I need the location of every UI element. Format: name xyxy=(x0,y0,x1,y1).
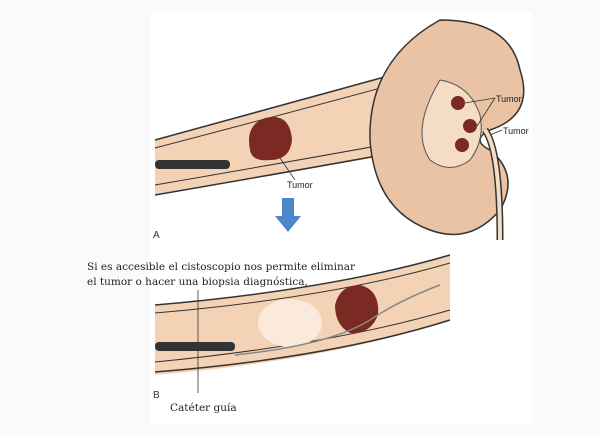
tumor-label-a: Tumor xyxy=(287,180,313,190)
biopsy-area xyxy=(258,299,322,347)
guide-catheter xyxy=(234,284,441,356)
kidney-illustration xyxy=(369,19,525,241)
down-arrow-icon xyxy=(275,198,301,232)
description-line-1: Si es accesible el cistoscopio nos permi… xyxy=(87,261,355,273)
panel-label-a: A xyxy=(153,230,160,241)
catheter-a xyxy=(155,160,230,169)
tumor-a xyxy=(249,116,292,161)
catheter-label: Catéter guía xyxy=(170,402,237,414)
ureter-section-b xyxy=(154,254,451,393)
ureter-section-a xyxy=(154,69,411,196)
panel-label-b: B xyxy=(153,390,160,401)
tumor-label-kidney-1: Tumor xyxy=(496,94,522,104)
tumor-label-kidney-2: Tumor xyxy=(503,126,529,136)
cystoscope xyxy=(155,342,235,351)
description-line-2: el tumor o hacer una biopsia diagnóstica… xyxy=(87,276,308,288)
